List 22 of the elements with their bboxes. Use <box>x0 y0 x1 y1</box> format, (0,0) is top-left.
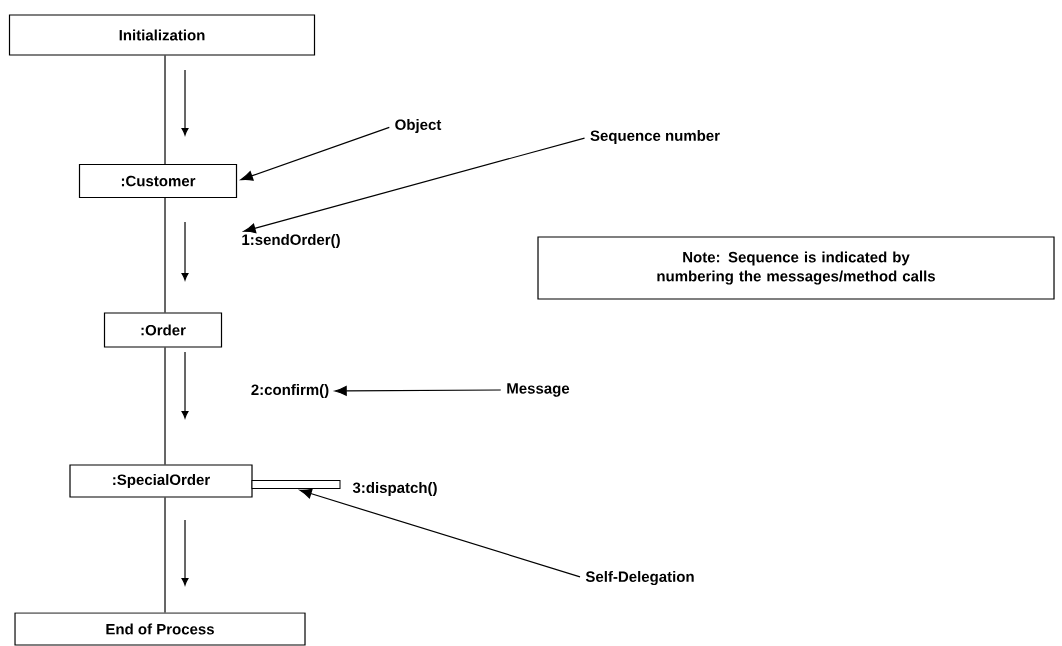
lifeline <box>164 347 166 465</box>
leader-arrow <box>299 488 581 578</box>
start-box: Initialization <box>8 14 316 56</box>
leader-arrow <box>243 137 586 234</box>
object-box: :Order <box>103 312 223 348</box>
leader-arrow <box>240 126 390 181</box>
object-box: :Customer <box>78 163 238 199</box>
annotation-label: Self-Delegation <box>585 571 694 586</box>
annotation-label: Object <box>395 119 442 133</box>
end-box: End of Process <box>14 612 306 646</box>
object-box: :SpecialOrder <box>69 464 253 498</box>
annotation-label: Message <box>507 383 570 397</box>
lifeline <box>164 197 166 313</box>
lifeline <box>164 497 166 613</box>
note-box: Note: Sequence is indicated by numbering the messages/method calls <box>537 236 1055 300</box>
leader-arrow <box>334 385 502 396</box>
message-label: 3:dispatch() <box>352 482 437 496</box>
self-delegation-bar <box>251 480 341 489</box>
message-label: 1:sendOrder() <box>242 234 340 248</box>
message-label: 2:confirm() <box>251 384 329 398</box>
annotation-label: Sequence number <box>590 130 720 144</box>
lifeline <box>164 55 166 165</box>
